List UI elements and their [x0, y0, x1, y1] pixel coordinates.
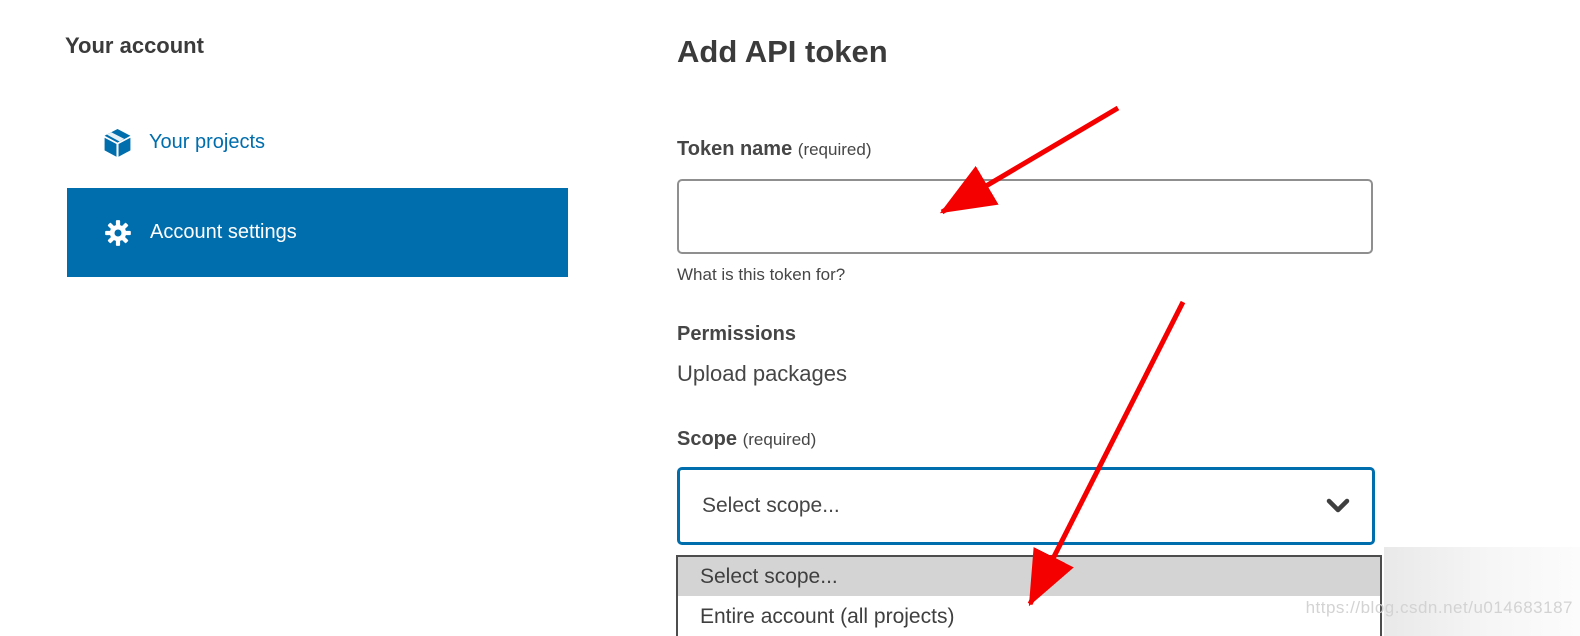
token-name-input[interactable]	[677, 179, 1373, 254]
token-name-label: Token name (required)	[677, 138, 872, 160]
permissions-value: Upload packages	[677, 361, 848, 386]
chevron-down-icon	[1326, 498, 1350, 514]
gear-icon	[104, 219, 132, 247]
token-name-help-text: What is this token for?	[677, 265, 846, 284]
required-hint: (required)	[742, 430, 817, 449]
dropdown-shadow	[1384, 547, 1580, 636]
scope-option-select-scope[interactable]: Select scope...	[678, 557, 1380, 596]
scope-select-value: Select scope...	[702, 494, 840, 517]
scope-label: Scope (required)	[677, 428, 817, 450]
watermark: https://blog.csdn.net/u014683187	[1305, 598, 1573, 617]
sidebar-item-label: Your projects	[149, 130, 265, 153]
sidebar-item-account-settings[interactable]: Account settings	[67, 188, 568, 277]
sidebar-item-label: Account settings	[150, 221, 297, 243]
sidebar-item-your-projects[interactable]: Your projects	[102, 122, 265, 162]
permissions-label: Permissions	[677, 323, 796, 345]
sidebar-title: Your account	[65, 33, 204, 58]
scope-option-entire-account[interactable]: Entire account (all projects)	[678, 596, 1380, 636]
scope-options-listbox: Select scope... Entire account (all proj…	[676, 555, 1382, 636]
required-hint: (required)	[797, 140, 872, 159]
cube-icon	[102, 127, 133, 158]
scope-select[interactable]: Select scope...	[677, 467, 1375, 545]
page-title: Add API token	[677, 34, 888, 69]
